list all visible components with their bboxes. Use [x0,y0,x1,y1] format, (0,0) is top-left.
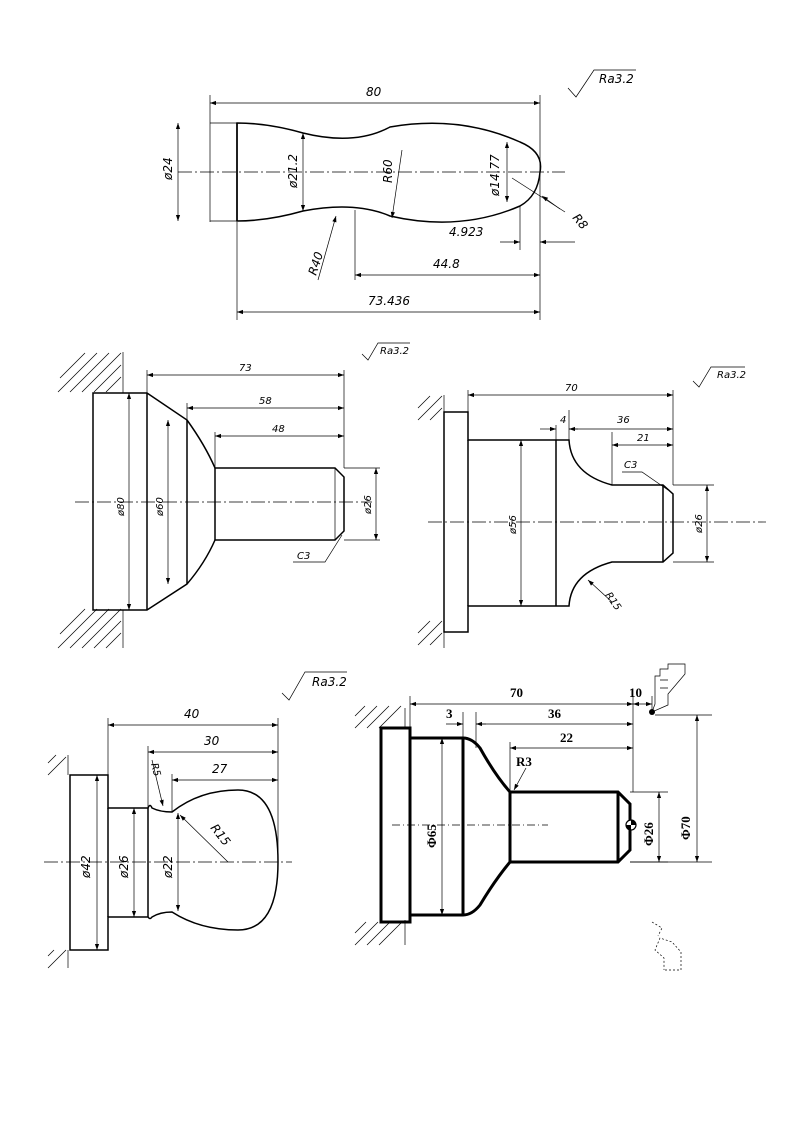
dim-70: 70 [565,383,578,394]
dim-c3: C3 [624,460,637,471]
figure-3-radius-shaft: Ra3.2 70 4 36 21 [417,366,766,648]
dim-dia70: Φ70 [678,816,693,840]
dim-27: 27 [212,762,228,776]
dim-4: 4 [560,415,566,426]
dim-dia24: ø24 [161,157,175,181]
roughness-label: Ra3.2 [380,346,409,357]
dim-dia65: Φ65 [424,824,439,848]
dim-40: 40 [184,707,200,721]
dim-r60: R60 [381,159,395,183]
roughness-symbol: Ra3.2 [692,366,746,388]
dim-48: 48 [272,424,285,435]
part-outline [379,726,632,924]
dim-dia22: ø22 [161,855,175,879]
dim-r15: R15 [603,590,623,612]
dim-10: 10 [629,685,642,700]
dim-r8: R8 [570,211,591,233]
dim-dia26: ø26 [694,514,705,534]
dim-73: 73 [239,363,252,374]
dim-70: 70 [510,685,523,700]
part-outline [443,411,674,633]
dim-dia21: ø21.2 [286,154,300,189]
dim-dia14: ø14.77 [488,154,502,197]
dim-22: 22 [560,730,573,745]
part-outline [92,392,345,611]
dim-30: 30 [204,734,220,748]
cutting-tool-icon [649,663,686,715]
figure-4-ball-end: Ra3.2 40 30 27 R5 R15 ø42 [44,671,347,969]
dim-r15: R15 [208,821,234,848]
dim-dia26: ø26 [363,495,374,515]
roughness-label: Ra3.2 [312,675,347,689]
dim-21: 21 [637,433,650,444]
roughness-label: Ra3.2 [717,370,746,381]
roughness-label: Ra3.2 [599,72,634,86]
dim-80: 80 [366,85,382,99]
dim-36: 36 [617,415,630,426]
dim-c3: C3 [297,551,310,562]
roughness-symbol: Ra3.2 [281,671,347,701]
dim-dia60: ø60 [155,497,166,517]
figure-2-stepped-shaft: Ra3.2 73 58 48 [57,342,410,649]
dim-r3: R3 [516,754,532,769]
dim-dia56: ø56 [508,515,519,535]
dim-dia42: ø42 [79,855,93,879]
dim-r5: R5 [148,762,162,778]
dim-4923: 4.923 [449,225,483,239]
figure-1-handle: Ra3.2 80 ø24 ø21.2 R60 ø14.77 R8 [161,69,636,320]
dim-dia26: ø26 [117,855,131,879]
dim-58: 58 [259,396,272,407]
dim-dia80: ø80 [116,497,127,517]
tool-ghost-icon [651,921,682,971]
figure-5-turning-part: 70 10 3 36 22 R3 Φ65 Φ26 Φ70 [354,663,712,971]
dim-3: 3 [446,706,453,721]
roughness-symbol: Ra3.2 [567,69,636,98]
workpiece-origin-icon [625,819,637,831]
dim-73436: 73.436 [368,294,410,308]
roughness-symbol: Ra3.2 [361,342,410,361]
dim-448: 44.8 [433,257,460,271]
dim-dia26: Φ26 [641,822,656,846]
dim-r40: R40 [306,250,327,277]
dim-36: 36 [548,706,562,721]
